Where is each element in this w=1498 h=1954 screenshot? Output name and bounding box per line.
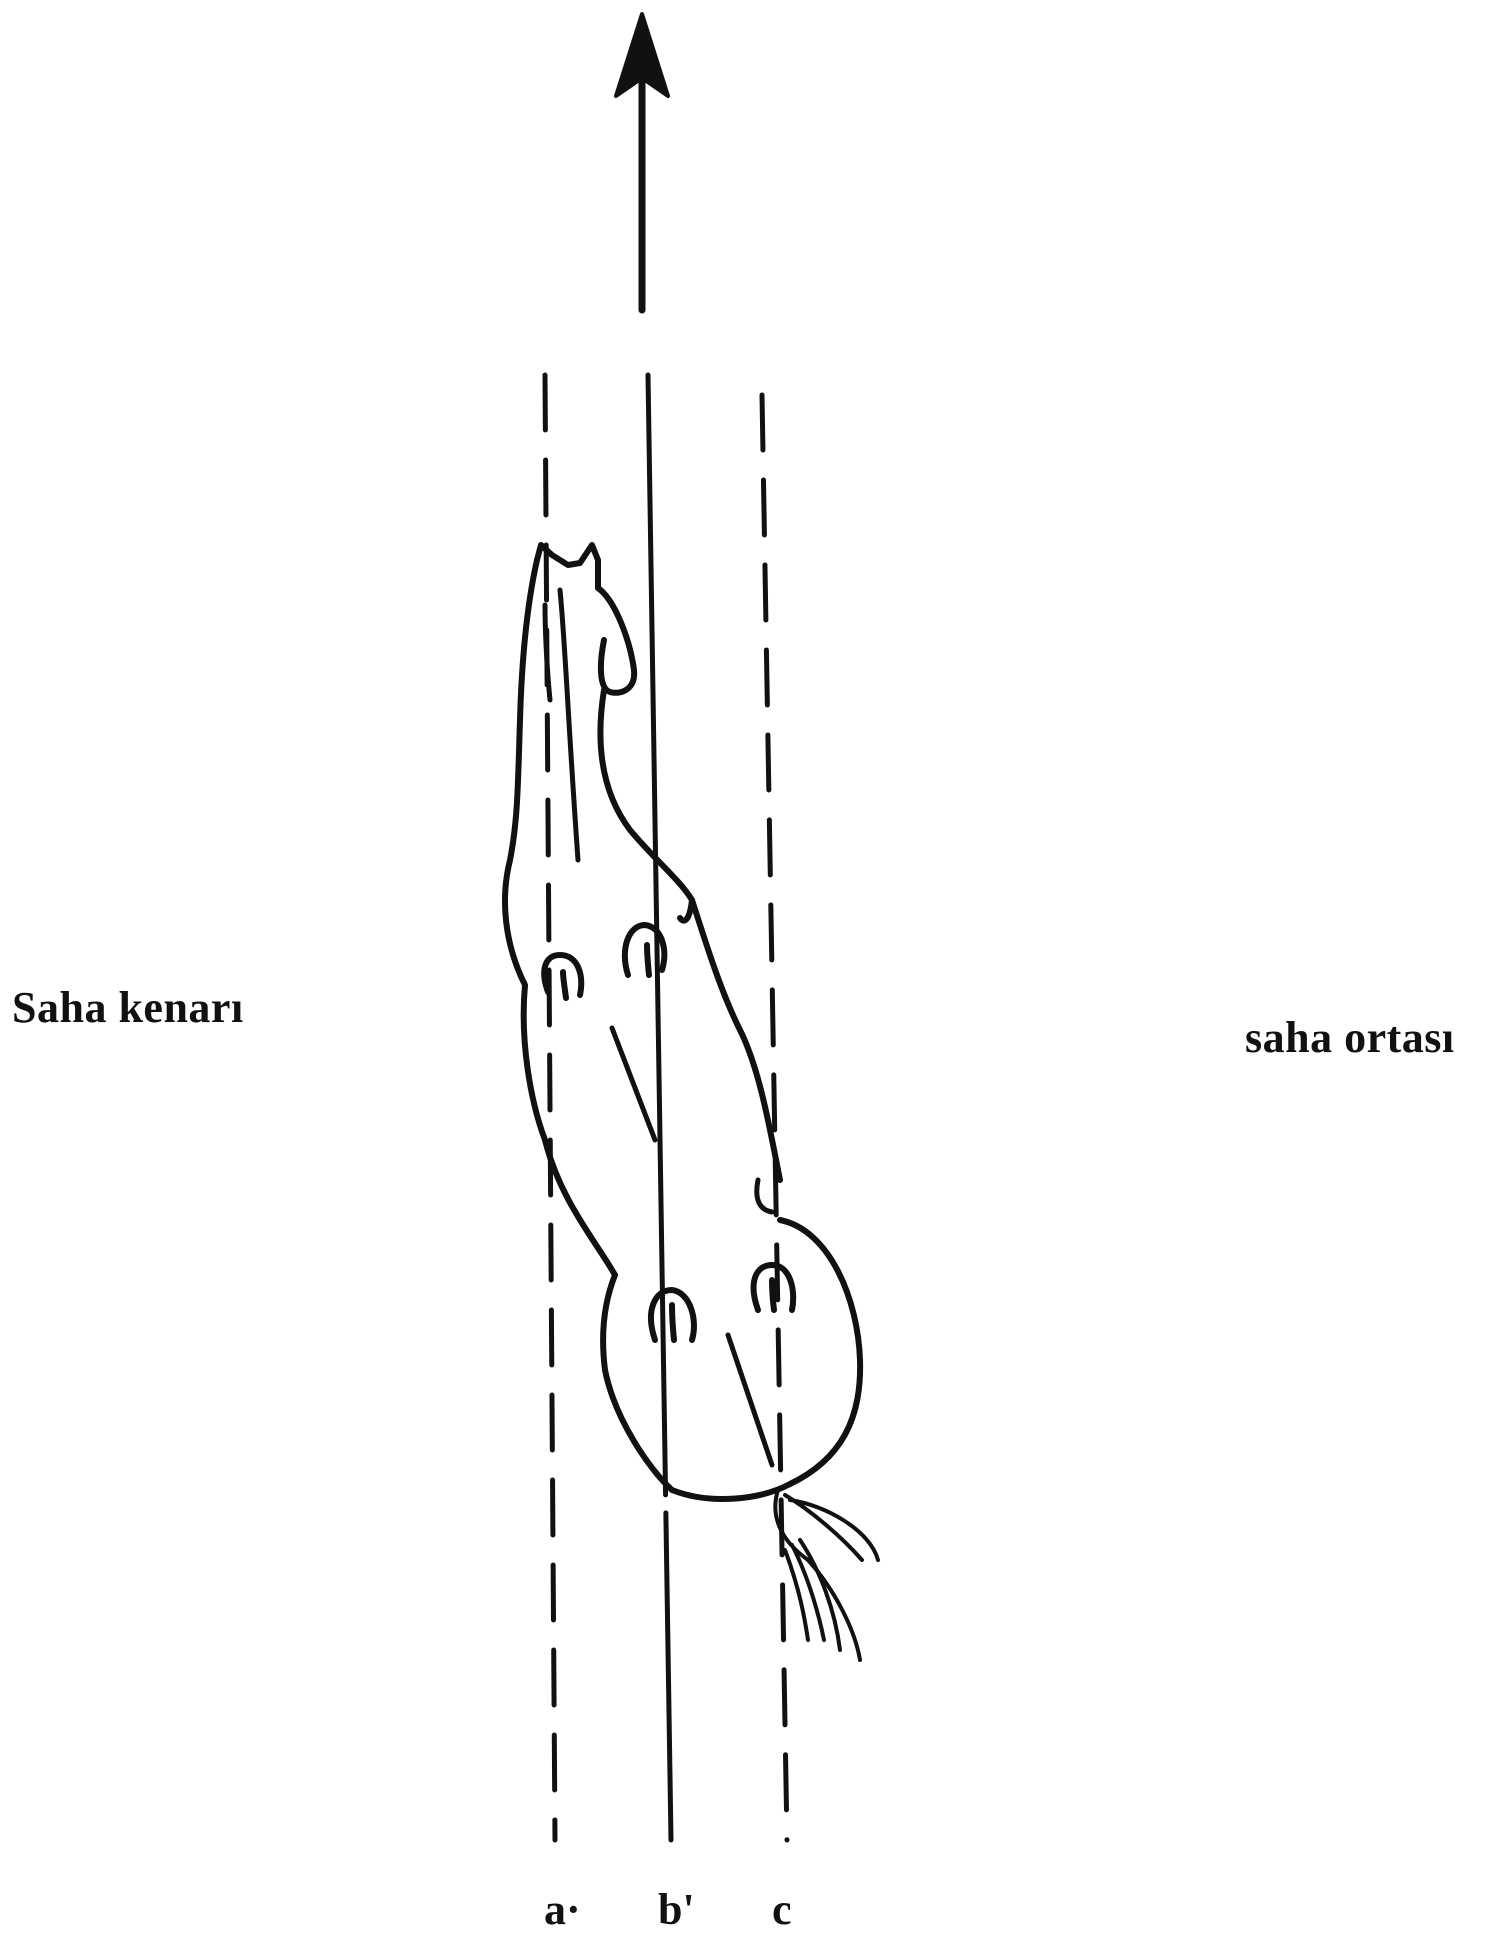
field-edge-label: Saha kenarı [12,982,244,1033]
arrow-up-icon [616,14,668,310]
track-line-b [648,375,671,1840]
track-label-a: a· [544,1884,581,1935]
track-label-b: b' [658,1884,695,1935]
track-line-a [545,375,555,1840]
field-center-label: saha ortası [1245,1012,1455,1063]
horse-top-view-icon [505,545,878,1660]
track-label-c: c [772,1884,792,1935]
